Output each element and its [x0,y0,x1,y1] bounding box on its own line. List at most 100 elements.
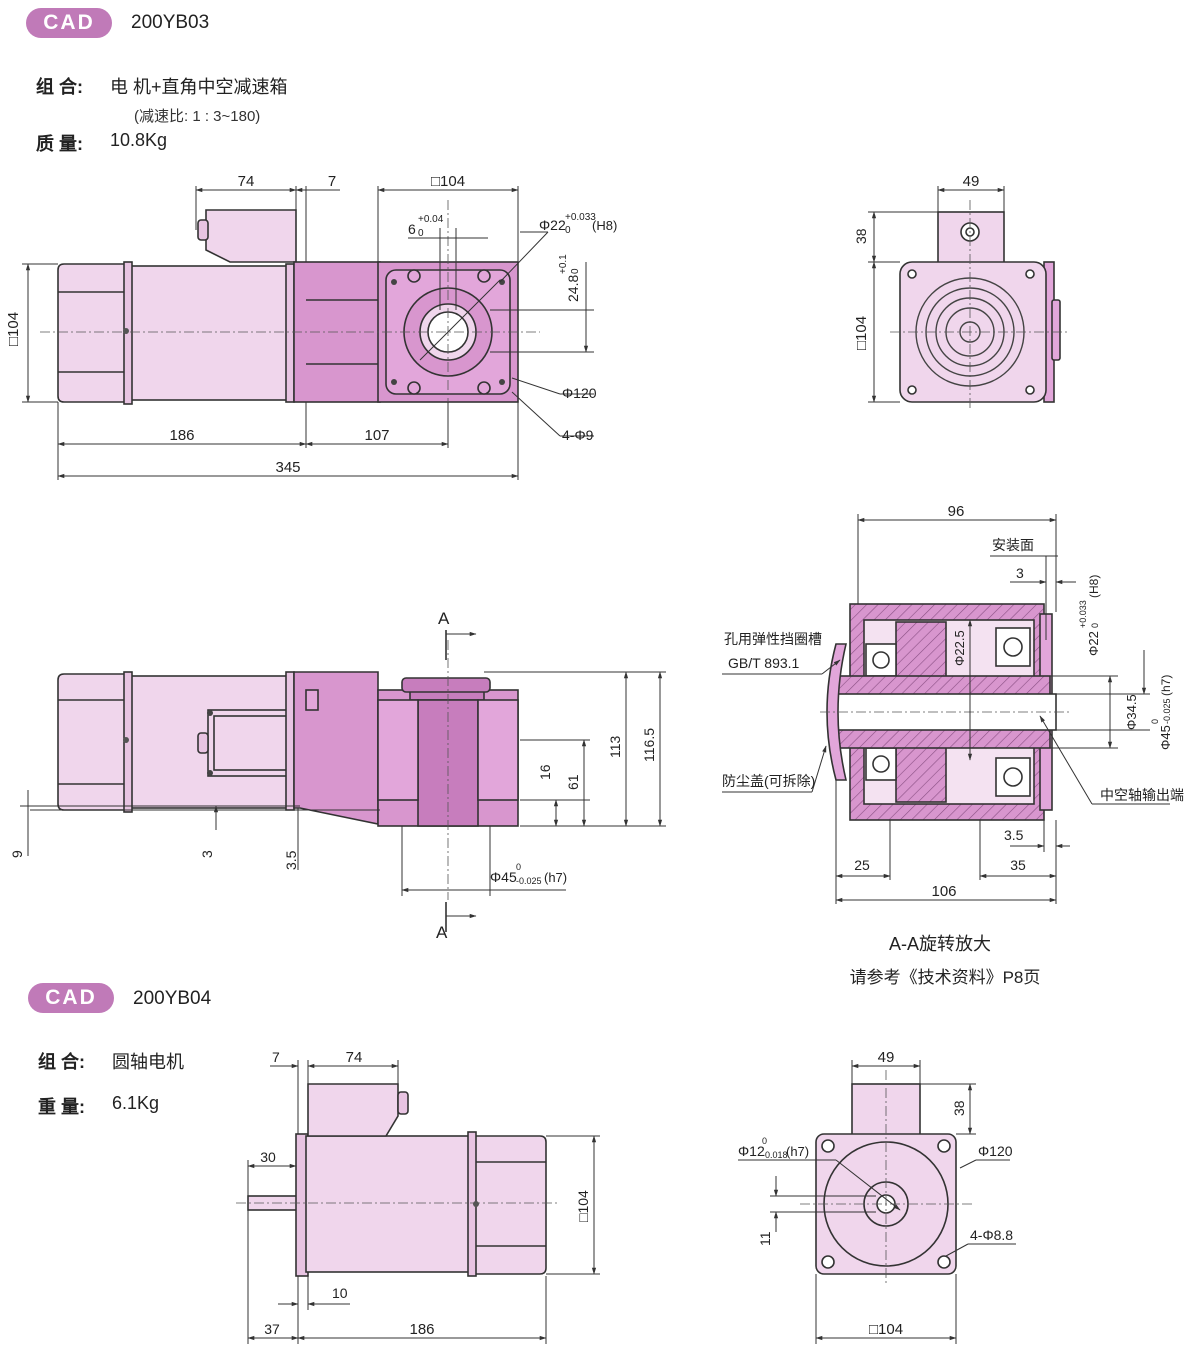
dim-c-shaft-tol2: -0.018 [762,1150,788,1160]
dim-74: 74 [238,173,255,190]
motor-end-cap-2 [471,1135,547,1275]
cad-badge-1: CAD [26,8,112,38]
dim-sec-bore-tol: +0.033 [1078,600,1088,628]
dim-c-pcd120: Φ120 [978,1143,1013,1159]
dim-b-10: 10 [332,1285,348,1301]
motor-end-cap [57,263,129,403]
combo-label-2: 组 合: [38,1052,85,1072]
dim-shaft45-tol2: -0.025 [516,876,542,886]
side-view-200yb04: 7 74 30 □104 10 37 186 [236,1049,600,1344]
dim-b-74: 74 [346,1049,363,1066]
dim-3: 3 [199,850,215,858]
dim-shaft45: Φ45 [490,869,517,885]
mass-label: 质 量: [36,134,83,154]
dim-pcd120: Φ120 [562,385,597,401]
ratio-note: (减速比: 1 : 3~180) [134,108,261,125]
section-view-aa: 96 安装面 3 孔用弹性挡圈槽 GB/T 893.1 防尘盖(可拆除) 中空轴… [722,503,1184,904]
dim-sec-od-tol2: -0.025 [1162,698,1172,724]
dim-b-sq104: □104 [575,1190,591,1222]
dim-34-5: Φ34.5 [1124,694,1139,730]
dim-c-shaft-tol: 0 [762,1136,767,1146]
motor-body [127,265,295,401]
dim-24-8-tol: +0.1 [558,254,569,274]
dim-c-sq104: □104 [869,1321,903,1338]
dim-c-38: 38 [951,1100,967,1116]
label-circlip: 孔用弹性挡圈槽 [724,631,822,647]
dim-25: 25 [854,857,870,873]
dust-cap [826,643,848,781]
dim-sq104-left: □104 [5,312,22,346]
dim-35: 35 [1010,857,1026,873]
weight-value: 6.1Kg [112,1093,160,1113]
dim-holes: 4-Φ9 [562,427,594,443]
label-mount-face: 安装面 [992,537,1034,553]
cad-badge-2: CAD [28,983,114,1013]
combo-value-2: 圆轴电机 [112,1052,184,1072]
mass-value: 10.8Kg [110,130,168,150]
dim-bore-tol2: 0 [565,225,571,236]
dim-c-holes: 4-Φ8.8 [970,1227,1013,1243]
dim-38: 38 [853,228,869,244]
motor-body-2 [305,1135,473,1273]
dim-106: 106 [931,883,956,900]
label-output: 中空轴输出端 [1100,787,1184,803]
dim-16: 16 [537,764,553,780]
section-mark-a-top: A [438,609,450,628]
side-view-200yb03: 74 7 □104 6 +0.04 0 Φ22 +0.033 0 (H8) 24… [5,173,617,480]
dim-bore: Φ22 [539,217,566,233]
label-standard: GB/T 893.1 [728,655,800,671]
dim-b-30: 30 [260,1149,276,1165]
dim-sq104-top: □104 [431,173,465,190]
dim-7: 7 [328,173,336,190]
dim-b-7: 7 [272,1049,280,1065]
front-view-200yb03: A A 113 116.5 61 16 9 3 3.5 Φ45 0 -0.025… [9,609,666,942]
end-view-200yb03: 49 38 □104 [853,173,1070,410]
end-view-200yb04: 49 38 Φ12 0 -0.018 (h7) Φ120 11 4-Φ8.8 □… [738,1049,1016,1344]
terminal-box-2 [307,1083,399,1137]
terminal-box-front [207,709,297,777]
dim-116-5: 116.5 [641,728,657,762]
dim-49: 49 [963,173,980,190]
dim-sec-3-5: 3.5 [1004,827,1024,843]
combo-label-1: 组 合: [36,77,83,97]
dim-96: 96 [948,503,965,520]
dim-sec-od-fit: (h7) [1159,675,1173,696]
dim-b-186: 186 [409,1321,434,1338]
section-mark-a-bottom: A [436,923,448,942]
dim-24-8-tol2: 0 [570,268,581,274]
dim-sec-od-tol: 0 [1150,719,1160,724]
dim-sec-od: Φ45 [1158,725,1173,750]
dim-c-shaft-fit: (h7) [786,1144,809,1159]
dim-107: 107 [364,427,389,444]
dim-9: 9 [9,850,25,858]
dim-bore-tol: +0.033 [565,212,596,223]
section-view-note: 请参考《技术资料》P8页 [849,968,1041,987]
dim-345: 345 [275,459,300,476]
dim-sec-bore: Φ22 [1086,631,1101,656]
combo-value-1: 电 机+直角中空减速箱 [110,77,288,97]
dim-c-49: 49 [878,1049,895,1066]
dim-3-5: 3.5 [283,850,299,870]
dim-24-8: 24.8 [565,275,581,302]
dim-sec-bore-tol2: 0 [1090,623,1100,628]
dim-b-37: 37 [264,1321,280,1337]
dim-bore-fit: (H8) [592,218,617,233]
dim-sec-bore-fit: (H8) [1087,575,1101,598]
label-dust-cap: 防尘盖(可拆除) [722,773,815,789]
section-view-title: A-A旋转放大 [888,934,991,954]
dim-c-11: 11 [757,1231,773,1246]
model-number-2: 200YB04 [133,988,212,1009]
dim-key-tol2: 0 [418,228,424,239]
dim-22-5: Φ22.5 [952,630,967,666]
dim-shaft45-fit: (h7) [544,870,567,885]
weight-label: 重 量: [38,1097,85,1117]
terminal-box [205,209,297,263]
dim-186: 186 [169,427,194,444]
dim-61: 61 [565,774,581,790]
dim-c-shaft: Φ12 [738,1143,765,1159]
dim-shaft45-tol: 0 [516,862,521,872]
dim-sq104-end: □104 [853,316,870,350]
dim-sec-3: 3 [1016,565,1024,581]
dim-key: 6 [408,221,416,237]
